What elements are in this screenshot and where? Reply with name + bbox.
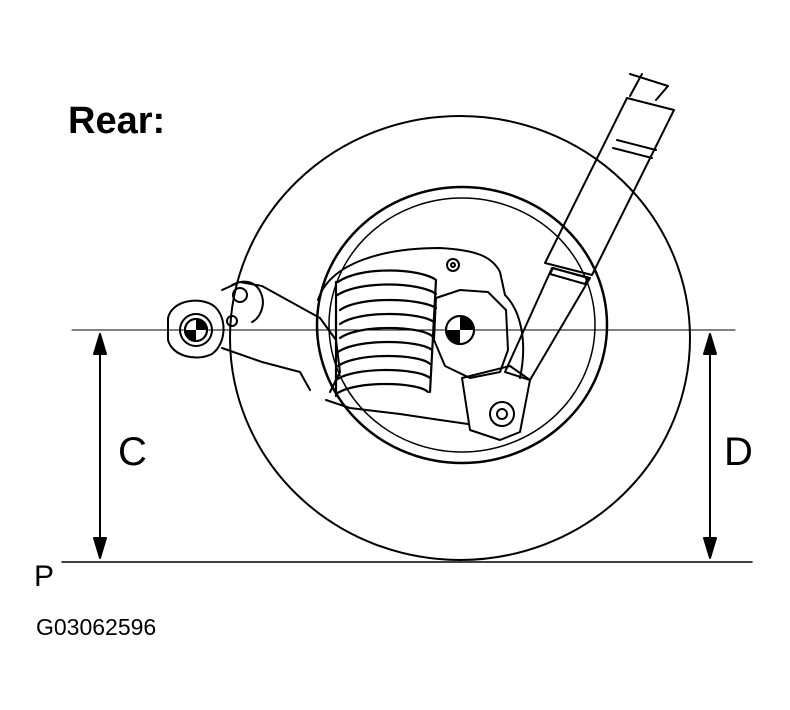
lower-shock-mount-bolt [489, 401, 515, 427]
trailing-arm [221, 280, 469, 425]
dimension-arrow-c [93, 333, 107, 559]
ground-label-p: P [34, 560, 55, 593]
tire-outline [229, 115, 691, 561]
wheel-center-mark [445, 315, 475, 345]
diagram-title: Rear: [68, 100, 166, 142]
dimension-label-c: C [118, 430, 147, 474]
coil-spring [334, 269, 438, 398]
lower-shock-bracket [461, 365, 531, 441]
plate-bolt [446, 258, 460, 272]
wheel-rim-outer [315, 185, 609, 465]
plate-bolt-inner [450, 262, 456, 268]
lower-shock-mount-bolt-inner [496, 408, 508, 420]
hub-housing [433, 289, 509, 379]
brake-backing-plate [317, 247, 525, 379]
front-pivot-center-mark [184, 318, 208, 342]
wheel-rim-inner [328, 197, 596, 453]
shock-absorber [504, 73, 675, 381]
figure-id: G03062596 [36, 614, 157, 640]
dimension-arrow-d [703, 333, 717, 559]
dimension-label-d: D [724, 430, 753, 474]
